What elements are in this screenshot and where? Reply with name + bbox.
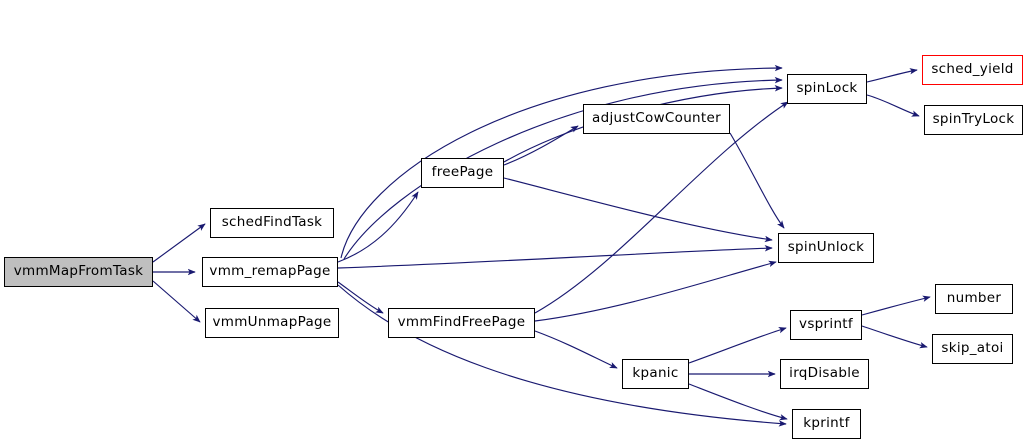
graph-node-spinUnlock[interactable]: spinUnlock	[778, 233, 874, 263]
edge-group	[152, 64, 931, 427]
graph-node-number[interactable]: number	[935, 284, 1013, 314]
graph-node-spinLock[interactable]: spinLock	[787, 74, 867, 104]
call-edge-vmmFindFreePage-to-spinUnlock	[534, 260, 777, 322]
graph-node-label: spinTryLock	[932, 111, 1015, 128]
graph-node-label: vmmFindFreePage	[397, 314, 526, 331]
call-edge-kpanic-to-vsprintf	[688, 327, 787, 364]
call-edge-vmm_remapPage-to-spinUnlock	[337, 245, 773, 269]
graph-node-vmmFindFreePage[interactable]: vmmFindFreePage	[388, 308, 535, 338]
graph-node-kprintf[interactable]: kprintf	[792, 409, 861, 439]
graph-node-label: spinLock	[796, 80, 858, 97]
call-edge-vmm_remapPage-to-spinLock	[340, 64, 783, 259]
graph-node-label: vsprintf	[799, 316, 853, 333]
graph-node-label: schedFindTask	[221, 214, 323, 231]
call-edge-freePage-to-spinUnlock	[503, 177, 773, 243]
graph-node-label: irqDisable	[789, 365, 860, 382]
graph-node-label: freePage	[431, 164, 494, 181]
call-edge-kpanic-to-kprintf	[688, 383, 788, 421]
graph-node-skip_atoi[interactable]: skip_atoi	[932, 334, 1013, 364]
graph-node-label: number	[946, 290, 1002, 307]
graph-node-label: kprintf	[803, 415, 850, 432]
call-edge-vmmFindFreePage-to-kpanic	[534, 330, 618, 369]
graph-node-label: vmmUnmapPage	[212, 314, 332, 331]
call-edge-spinLock-to-sched_yield	[866, 68, 918, 83]
graph-node-kpanic[interactable]: kpanic	[622, 359, 689, 389]
call-edge-freePage-to-adjustCowCounter	[503, 125, 579, 166]
graph-node-label: vmm_remapPage	[209, 263, 331, 280]
graph-node-schedFindTask[interactable]: schedFindTask	[210, 208, 334, 238]
graph-node-adjustCowCounter[interactable]: adjustCowCounter	[583, 104, 730, 134]
graph-node-vsprintf[interactable]: vsprintf	[790, 310, 862, 340]
call-edge-spinLock-to-spinTryLock	[866, 94, 920, 117]
call-edge-vmmMapFromTask-to-schedFindTask	[152, 223, 206, 263]
graph-node-label: skip_atoi	[941, 340, 1004, 357]
call-edge-vsprintf-to-skip_atoi	[861, 325, 928, 349]
graph-node-freePage[interactable]: freePage	[421, 158, 504, 188]
graph-node-label: vmmMapFromTask	[13, 263, 144, 280]
graph-node-vmmUnmapPage[interactable]: vmmUnmapPage	[205, 308, 339, 338]
call-edge-vmm_remapPage-to-spinLock	[343, 76, 783, 260]
graph-node-label: kpanic	[632, 365, 679, 382]
call-edge-vmmMapFromTask-to-vmmUnmapPage	[152, 280, 201, 323]
call-edge-vsprintf-to-number	[861, 295, 931, 316]
graph-node-spinTryLock[interactable]: spinTryLock	[924, 105, 1023, 135]
graph-node-label: spinUnlock	[787, 239, 865, 256]
graph-node-irqDisable[interactable]: irqDisable	[780, 359, 869, 389]
graph-node-sched_yield[interactable]: sched_yield	[922, 55, 1023, 85]
graph-node-vmmMapFromTask[interactable]: vmmMapFromTask	[4, 257, 153, 287]
call-edge-adjustCowCounter-to-spinUnlock	[729, 132, 785, 229]
call-edge-vmmFindFreePage-to-spinLock	[534, 101, 789, 314]
call-edge-vmm_remapPage-to-kprintf	[337, 284, 787, 427]
graph-node-label: sched_yield	[931, 61, 1014, 78]
graph-node-vmm_remapPage[interactable]: vmm_remapPage	[202, 257, 338, 287]
graph-node-label: adjustCowCounter	[592, 110, 721, 127]
call-edge-vmm_remapPage-to-freePage	[337, 191, 419, 263]
call-edge-vmm_remapPage-to-vmmFindFreePage	[337, 281, 384, 314]
